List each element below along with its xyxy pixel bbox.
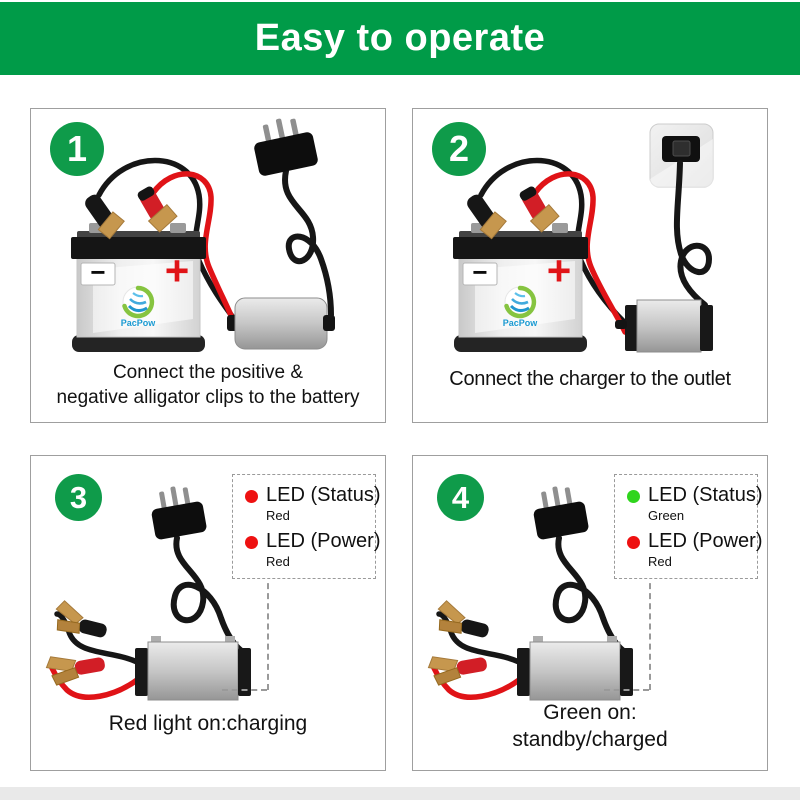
step-1-caption: Connect the positive & negative alligato… [56,361,360,408]
led-power-dot [627,536,640,549]
step-2-caption: Connect the charger to the outlet [449,367,731,390]
black-alligator-clip [437,600,489,638]
bottom-edge-strip [0,787,800,800]
charger-illustration [135,636,251,701]
red-wire [48,663,140,700]
positive-terminal-label: + [547,247,572,294]
led-status-state: Green [648,508,685,523]
led-power-item: LED (Power) Red [627,530,762,569]
step-panel-2: 2 − + [412,108,768,423]
step-3-badge: 3 [55,474,102,521]
negative-terminal-label: − [462,257,498,287]
step-3-illustration [45,486,251,701]
legend-connector-horizontal [222,689,267,691]
step-1-badge: 1 [50,122,104,176]
power-plug-icon [151,486,207,540]
led-legend-box: LED (Status) Green LED (Power) Red [614,474,762,579]
charger-illustration [227,297,335,350]
step-panel-1: 1 − + [30,108,386,423]
led-status-item: LED (Status) Green [627,484,762,523]
page-title: Easy to operate [254,17,546,59]
svg-text:PacPow: PacPow [503,318,539,328]
led-power-state: Red [266,554,290,569]
step-panel-4: 4 [412,455,768,771]
battery-illustration: − + PacPow [71,223,206,352]
black-alligator-clip [85,194,125,240]
black-alligator-clip [467,194,507,240]
legend-connector-horizontal [604,689,649,691]
black-wire [478,157,628,326]
step-4-illustration [427,486,633,701]
led-status-state: Red [266,508,290,523]
led-status-dot [245,490,258,503]
power-plug-icon [533,486,589,540]
step-2-badge: 2 [432,122,486,176]
red-alligator-clip [427,656,487,686]
legend-connector-vertical [649,573,651,690]
led-status-label: LED (Status) [648,484,763,506]
led-power-item: LED (Power) Red [245,530,380,569]
red-wire [532,171,628,335]
power-cable [282,168,334,318]
brand-logo: PacPow [503,285,539,328]
step-2-illustration: − + PacPow [453,123,714,353]
title-banner: Easy to operate [0,2,800,75]
red-alligator-clip [45,656,105,686]
led-power-label: LED (Power) [648,530,763,552]
red-wire [430,663,522,700]
positive-terminal-label: + [165,247,190,294]
led-status-label: LED (Status) [266,484,381,506]
led-power-dot [245,536,258,549]
step-4-caption: Green on: standby/charged [512,700,668,752]
svg-text:−: − [472,257,487,287]
svg-text:PacPow: PacPow [121,318,157,328]
power-cable [673,160,713,308]
red-wire [150,171,240,333]
led-power-state: Red [648,554,672,569]
battery-illustration: − + PacPow [453,223,588,352]
red-alligator-clip [137,186,178,233]
led-status-item: LED (Status) Red [245,484,380,523]
led-status-dot [627,490,640,503]
led-power-label: LED (Power) [266,530,381,552]
power-cable [552,535,628,655]
step-1-illustration: − + PacPow [71,118,335,352]
svg-text:−: − [90,257,105,287]
charger-illustration [615,299,713,353]
power-plug-icon [254,118,318,176]
legend-connector-vertical [267,573,269,690]
red-alligator-clip [519,186,560,233]
step-4-badge: 4 [437,474,484,521]
black-wire [96,157,240,326]
step-panel-3: 3 [30,455,386,771]
step-3-caption: Red light on:charging [108,712,308,736]
black-alligator-clip [55,600,107,638]
negative-terminal-label: − [80,257,116,287]
brand-logo: PacPow [121,285,157,328]
led-legend-box: LED (Status) Red LED (Power) Red [232,474,380,579]
power-cable [170,535,246,655]
